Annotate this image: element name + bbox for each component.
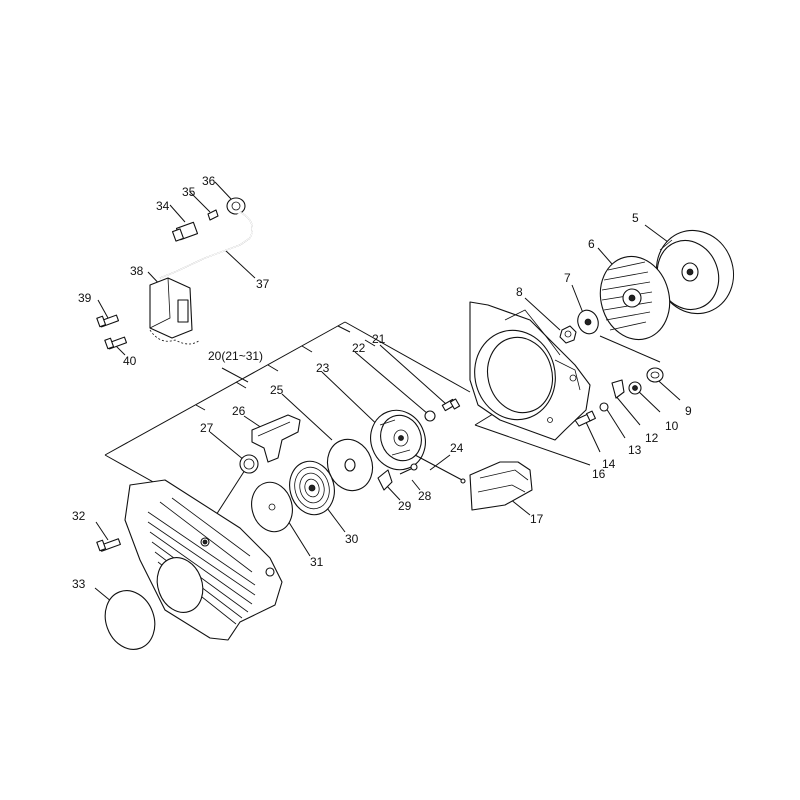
part-5-clutch-drum: [655, 229, 735, 315]
label-5: 5: [632, 211, 639, 225]
label-9: 9: [685, 404, 692, 418]
label-13: 13: [628, 443, 642, 457]
label-38: 38: [130, 264, 144, 278]
label-16: 16: [592, 467, 606, 481]
part-28-screw: [399, 463, 418, 475]
part-29-pawl: [377, 469, 393, 491]
part-14-bolt: [574, 410, 596, 427]
part-10-nut: [628, 381, 642, 395]
part-34-plug: [171, 221, 199, 242]
part-8-nut: [559, 325, 577, 344]
part-23-reel: [370, 409, 426, 471]
label-12: 12: [645, 431, 659, 445]
part-labels: 5 6 7 8 9 10 12 13 14 16 17 20(21~31) 21…: [72, 174, 692, 591]
label-7: 7: [564, 271, 571, 285]
label-27: 27: [200, 421, 214, 435]
part-31-disc: [251, 481, 293, 533]
part-36-cap: [226, 197, 246, 215]
part-22-washer: [424, 410, 436, 422]
part-33-disc: [104, 590, 156, 650]
part-35-clip: [207, 209, 219, 221]
part-39-bolt: [96, 314, 120, 328]
part-16-fan-housing: [469, 301, 591, 441]
label-24: 24: [450, 441, 464, 455]
label-22: 22: [352, 341, 366, 355]
label-32: 32: [72, 509, 86, 523]
label-29: 29: [398, 499, 412, 513]
part-40-bolt: [104, 336, 128, 350]
label-10: 10: [665, 419, 679, 433]
label-14: 14: [602, 457, 616, 471]
label-21: 21: [372, 332, 386, 346]
starter-cover: [124, 479, 283, 641]
label-40: 40: [123, 354, 137, 368]
label-39: 39: [78, 291, 92, 305]
part-7-washer: [577, 309, 599, 335]
part-24-rope: [414, 454, 466, 484]
label-33: 33: [72, 577, 86, 591]
label-28: 28: [418, 489, 432, 503]
label-8: 8: [516, 285, 523, 299]
part-9-nut: [646, 367, 664, 383]
part-12-pawl: [611, 379, 625, 399]
label-35: 35: [182, 185, 196, 199]
part-21-bolt: [441, 398, 461, 412]
label-34: 34: [156, 199, 170, 213]
label-25: 25: [270, 383, 284, 397]
label-17: 17: [530, 512, 544, 526]
label-26: 26: [232, 404, 246, 418]
part-17-guide-plate: [469, 461, 533, 511]
part-27-grommet: [239, 454, 259, 474]
label-6: 6: [588, 237, 595, 251]
part-30-spring: [289, 460, 335, 516]
part-38-ignition-module: [149, 277, 201, 345]
part-37-tube: [159, 211, 253, 279]
part-25-plate: [326, 438, 374, 492]
part-13-washer: [599, 402, 609, 412]
label-30: 30: [345, 532, 359, 546]
label-37: 37: [256, 277, 270, 291]
label-36: 36: [202, 174, 216, 188]
label-20: 20(21~31): [208, 349, 263, 363]
label-31: 31: [310, 555, 324, 569]
part-26-handle: [251, 414, 301, 463]
part-32-bolt: [96, 538, 121, 552]
part-6-flywheel: [599, 255, 671, 341]
label-23: 23: [316, 361, 330, 375]
